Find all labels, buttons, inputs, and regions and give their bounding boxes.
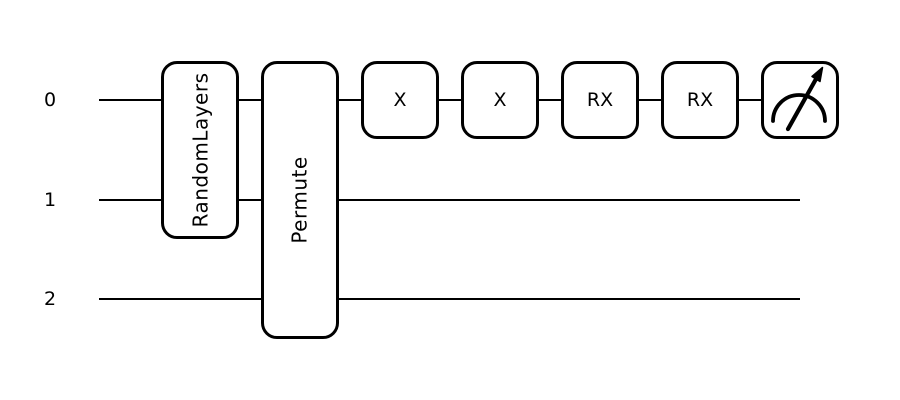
wire-label-1: 1	[43, 189, 57, 211]
gate-rx-1-label: RX	[586, 89, 614, 111]
gate-x-2-label: X	[493, 89, 507, 111]
gate-rx-2-label: RX	[686, 89, 714, 111]
gate-rx-2: RX	[661, 61, 739, 139]
gate-randomlayers-label: RandomLayers	[188, 72, 213, 228]
wire-label-0: 0	[43, 89, 57, 111]
gate-x-2: X	[461, 61, 539, 139]
gate-randomlayers: RandomLayers	[161, 61, 239, 239]
measurement-box	[761, 61, 839, 139]
gate-permute-label: Permute	[288, 156, 313, 244]
gate-permute: Permute	[261, 61, 339, 339]
measurement-gauge-icon	[770, 66, 827, 131]
gate-x-1: X	[361, 61, 439, 139]
gate-rx-1: RX	[561, 61, 639, 139]
wire-line-0	[99, 99, 800, 101]
wire-line-2	[99, 298, 800, 300]
wire-label-2: 2	[43, 288, 57, 310]
gate-x-1-label: X	[393, 89, 407, 111]
wire-line-1	[99, 199, 800, 201]
